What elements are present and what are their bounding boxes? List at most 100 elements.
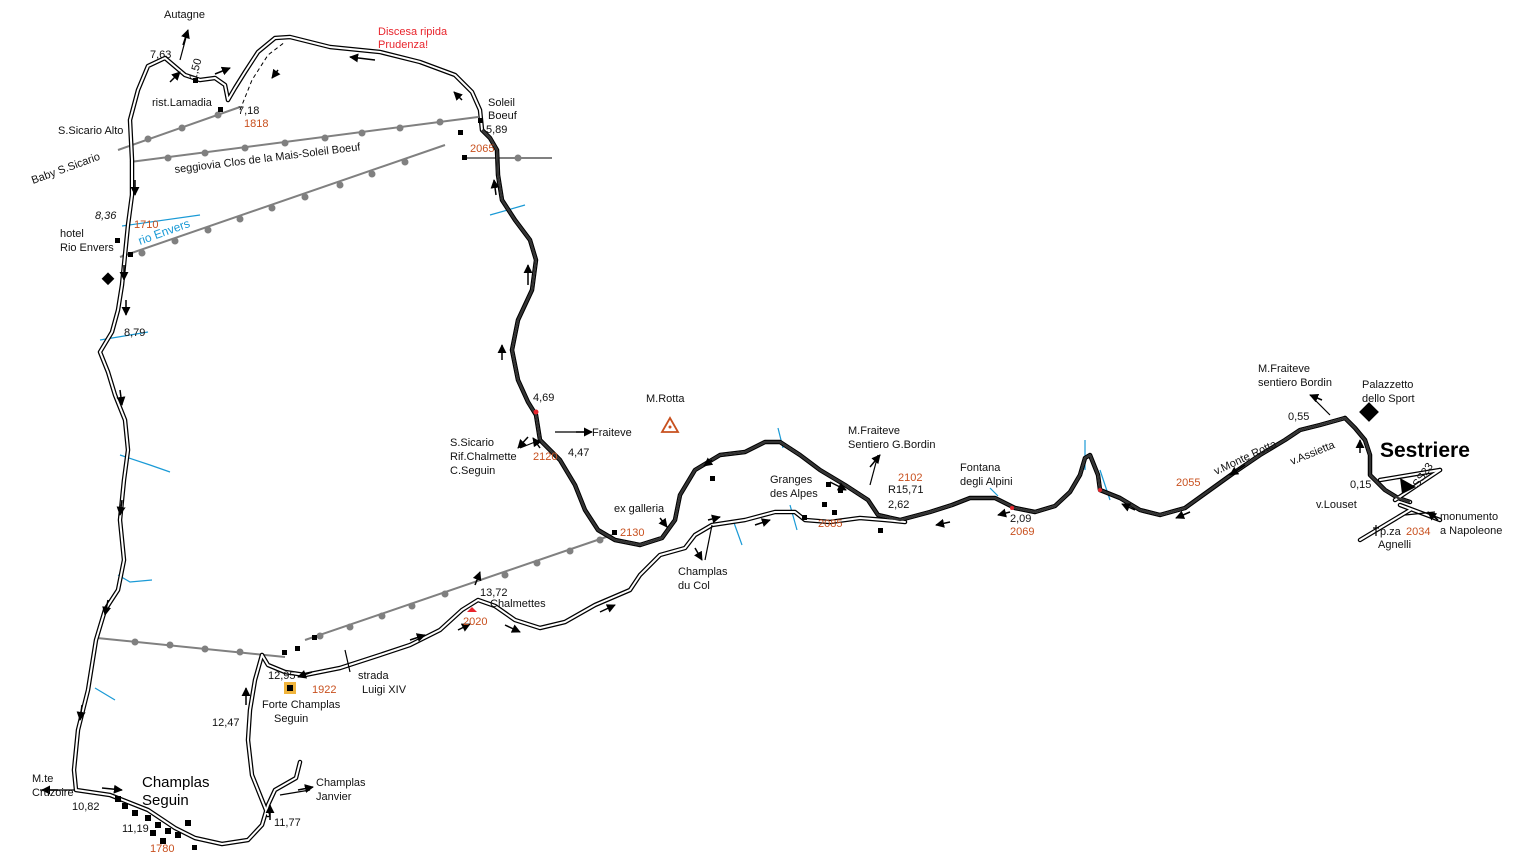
arrow-icon [599, 604, 616, 613]
arrow-icon [754, 518, 771, 527]
arrow-icon [504, 624, 521, 633]
label-ssicario3: C.Seguin [450, 465, 495, 477]
label-strada2: Luigi XIV [362, 684, 407, 696]
label-mfraiteve-gb1: M.Fraiteve [848, 425, 900, 437]
elev-2034: 2034 [1406, 526, 1430, 538]
arrow-icon [297, 784, 314, 794]
label-hotel1: hotel [60, 228, 84, 240]
dist-150: 1,50 [187, 57, 204, 81]
label-mfraiteve-sb2: sentiero Bordin [1258, 377, 1332, 389]
label-rist: rist.Lamadia [152, 97, 213, 109]
label-ssicario2: Rif.Chalmette [450, 451, 517, 463]
label-autagne: Autagne [164, 9, 205, 21]
building-icon [282, 650, 287, 655]
arrow-icon [214, 66, 231, 76]
label-palazzetto2: dello Sport [1362, 393, 1415, 405]
building-icon [822, 502, 827, 507]
highlighted-route [481, 129, 1411, 547]
lift-seggiovia [129, 116, 479, 163]
building-icon [612, 530, 617, 535]
arrow-icon [532, 437, 542, 449]
arrow-icon [869, 454, 881, 468]
label-vmonterotta: v.Monte Rotta [1212, 438, 1279, 478]
label-seggiovia: seggiovia Clos de la Mais-Soleil Boeuf [174, 141, 362, 176]
label-prudenza: Prudenza! [378, 39, 428, 51]
arrow-icon [694, 547, 703, 561]
elev-1780: 1780 [150, 843, 174, 855]
elev-1710: 1710 [134, 219, 158, 231]
arrow-icon [169, 71, 181, 83]
dist-879: 8,79 [124, 327, 145, 339]
chairlifts [96, 106, 613, 658]
label-champlas-col2: du Col [678, 580, 710, 592]
label-pza2: Agnelli [1378, 539, 1411, 551]
elev-1922: 1922 [312, 684, 336, 696]
building-icon [115, 796, 197, 850]
arrow-icon [472, 571, 482, 586]
label-fontana2: degli Alpini [960, 476, 1013, 488]
label-discesa: Discesa ripida [378, 26, 448, 38]
arrow-icon [102, 599, 112, 616]
summit-triangle-icon [660, 416, 680, 433]
elev-2020: 2020 [463, 616, 487, 628]
roads-inner [74, 37, 1441, 844]
dist-469: 4,69 [533, 392, 554, 404]
dist-589: 5,89 [486, 124, 507, 136]
label-monumento2: a Napoleone [1440, 525, 1502, 537]
elev-2065: 2065 [470, 143, 494, 155]
elev-2069: 2069 [1010, 526, 1034, 538]
arrow-icon [457, 623, 471, 632]
arrow-icon [349, 53, 376, 63]
town-champlas-line1: Champlas [142, 774, 210, 791]
building-icon [838, 488, 843, 493]
building-icon [218, 107, 223, 112]
cross-icon [1373, 525, 1379, 536]
red-markers [467, 409, 1102, 612]
dist-763: 7,63 [150, 49, 171, 61]
label-monumento1: monumento [1440, 511, 1498, 523]
label-granges1: Granges [770, 474, 813, 486]
labels: Autagne Discesa ripida Prudenza! 7,63 1,… [30, 9, 1502, 855]
lift-pylons [131, 111, 604, 656]
dist-1119: 11,19 [122, 823, 149, 835]
arrow-icon [935, 518, 951, 528]
dist-1247: 12,47 [212, 717, 240, 729]
dist-1177: 11,77 [274, 817, 301, 829]
label-exgalleria: ex galleria [614, 503, 665, 515]
building-icon [826, 482, 831, 487]
label-mte1: M.te [32, 773, 53, 785]
label-mrotta: M.Rotta [646, 393, 685, 405]
arrow-icon [101, 784, 123, 794]
arrow-icon [453, 91, 463, 101]
arrow-icon [1175, 510, 1191, 519]
label-pza1: p.za [1380, 526, 1402, 538]
label-forte1: Forte Champlas [262, 699, 341, 711]
lift-bottom [96, 637, 286, 658]
arrow-icon [1121, 503, 1136, 512]
arrow-icon [271, 68, 281, 79]
dist-209: 2,09 [1010, 513, 1031, 525]
label-fraiteve: Fraiteve [592, 427, 632, 439]
arrow-icon [116, 499, 126, 516]
arrow-icon [1427, 511, 1439, 521]
steep-descent-trail [239, 41, 286, 111]
label-champlas-j1: Champlas [316, 777, 366, 789]
label-champlas-col1: Champlas [678, 566, 728, 578]
label-soleil1: Soleil [488, 97, 515, 109]
label-vlouset: v.Louset [1316, 499, 1357, 511]
label-mfraiteve-sb1: M.Fraiteve [1258, 363, 1310, 375]
dist-836: 8,36 [95, 210, 117, 222]
elev-2055: 2055 [1176, 477, 1200, 489]
building-icon [478, 118, 483, 123]
arrow-icon [76, 704, 86, 721]
dist-1082: 10,82 [72, 801, 100, 813]
building-icon [832, 510, 837, 515]
label-strada1: strada [358, 670, 389, 682]
label-forte2: Seguin [274, 713, 308, 725]
dist-447: 4,47 [568, 447, 589, 459]
buildings [101, 78, 1379, 850]
fort-icon [284, 682, 296, 694]
arrow-icon [297, 670, 313, 679]
flag-icon [1400, 478, 1416, 494]
dist-r1571: R15,71 [888, 484, 923, 496]
